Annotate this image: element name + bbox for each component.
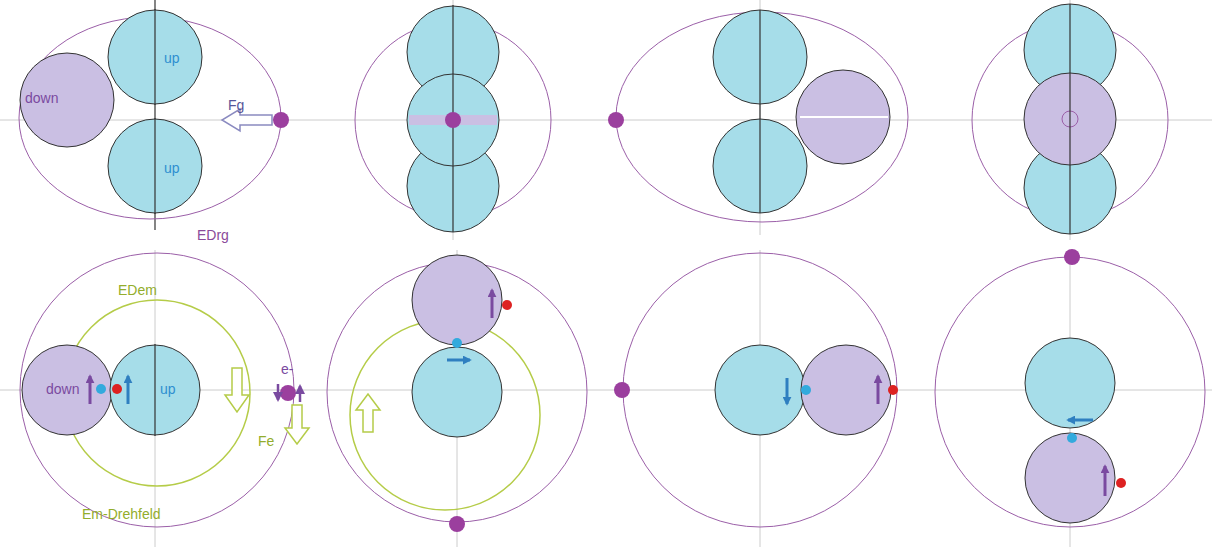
quark-label: up [164,160,180,176]
quark-label: down [46,381,79,397]
electron-dot [614,382,630,398]
up-quark: up [107,9,203,105]
quark-label: down [25,90,58,106]
charge-dot [1067,433,1077,443]
spin-arrow [127,376,130,404]
field-label: EDem [118,282,157,298]
up-quark: up [107,118,203,214]
quark-circle [1025,433,1115,523]
up-quark: up [109,344,201,436]
electron-label: e- [281,361,293,377]
spin-arrow [447,359,470,362]
electron-dot [280,385,296,401]
axis-line [800,116,888,118]
orbit-circle [623,253,897,527]
spin-arrow [277,384,280,400]
down-quark: down [21,344,113,436]
charge-dot [452,338,462,348]
spin-arrow [1104,466,1107,496]
quark-circle [801,345,891,435]
quark-circle [108,119,202,213]
field-label: Em-Drehfeld [82,506,161,522]
spin-arrow [491,290,494,318]
field-arrow [356,394,380,432]
orbit-circle [20,253,294,527]
charge-dot [112,384,122,394]
charge-dot [96,384,106,394]
label-anchor: e- [281,360,293,378]
quark-circle [22,345,112,435]
axis-line [154,344,155,436]
quark-circle [412,255,502,345]
quark-circle [715,345,805,435]
quark-label: up [164,50,180,66]
axis-line [154,118,155,214]
charge-dot [502,300,512,310]
orbit-dot [273,112,289,128]
quark-label: up [160,381,176,397]
orbit-dot [608,112,624,128]
axis-line [154,0,155,230]
spin-arrow [877,376,880,404]
electron-dot [1064,249,1080,265]
axis-line [1069,4,1070,234]
orbit-label: EDrg [197,227,229,243]
electron-dot [449,516,465,532]
force-label: Fg [228,97,244,113]
quark-circle [110,345,200,435]
charge-dot [1116,478,1126,488]
label-anchor: Fe [258,432,274,450]
down-quark: down [19,52,115,148]
axis-line [759,10,760,213]
spin-arrow [1068,419,1093,422]
orbit-circle [935,257,1205,527]
axis-line [154,9,155,105]
quark-outline [107,9,203,105]
quark-outline [109,344,201,436]
field-arrow [225,368,249,412]
em-field-circle [350,320,540,510]
quark-circle [20,53,114,147]
spin-arrow [89,376,92,404]
grid-line [1070,0,1071,240]
quark-circle [1025,338,1115,428]
label-anchor: EDem [118,281,157,299]
label-anchor: Em-Drehfeld [82,505,161,523]
spin-arrow [786,378,789,404]
field-arrow [285,405,309,444]
quark-circle [412,347,502,437]
force-label: Fe [258,433,274,449]
label-anchor: EDrg [197,226,229,244]
label-anchor: Fg [228,96,244,114]
spin-arrow [299,386,302,402]
grid-line [760,0,761,235]
charge-dot [888,385,898,395]
quark-outline [107,118,203,214]
quark-circle [796,70,890,164]
quark-circle [108,10,202,104]
charge-dot [801,385,811,395]
orbit-dot [445,112,461,128]
